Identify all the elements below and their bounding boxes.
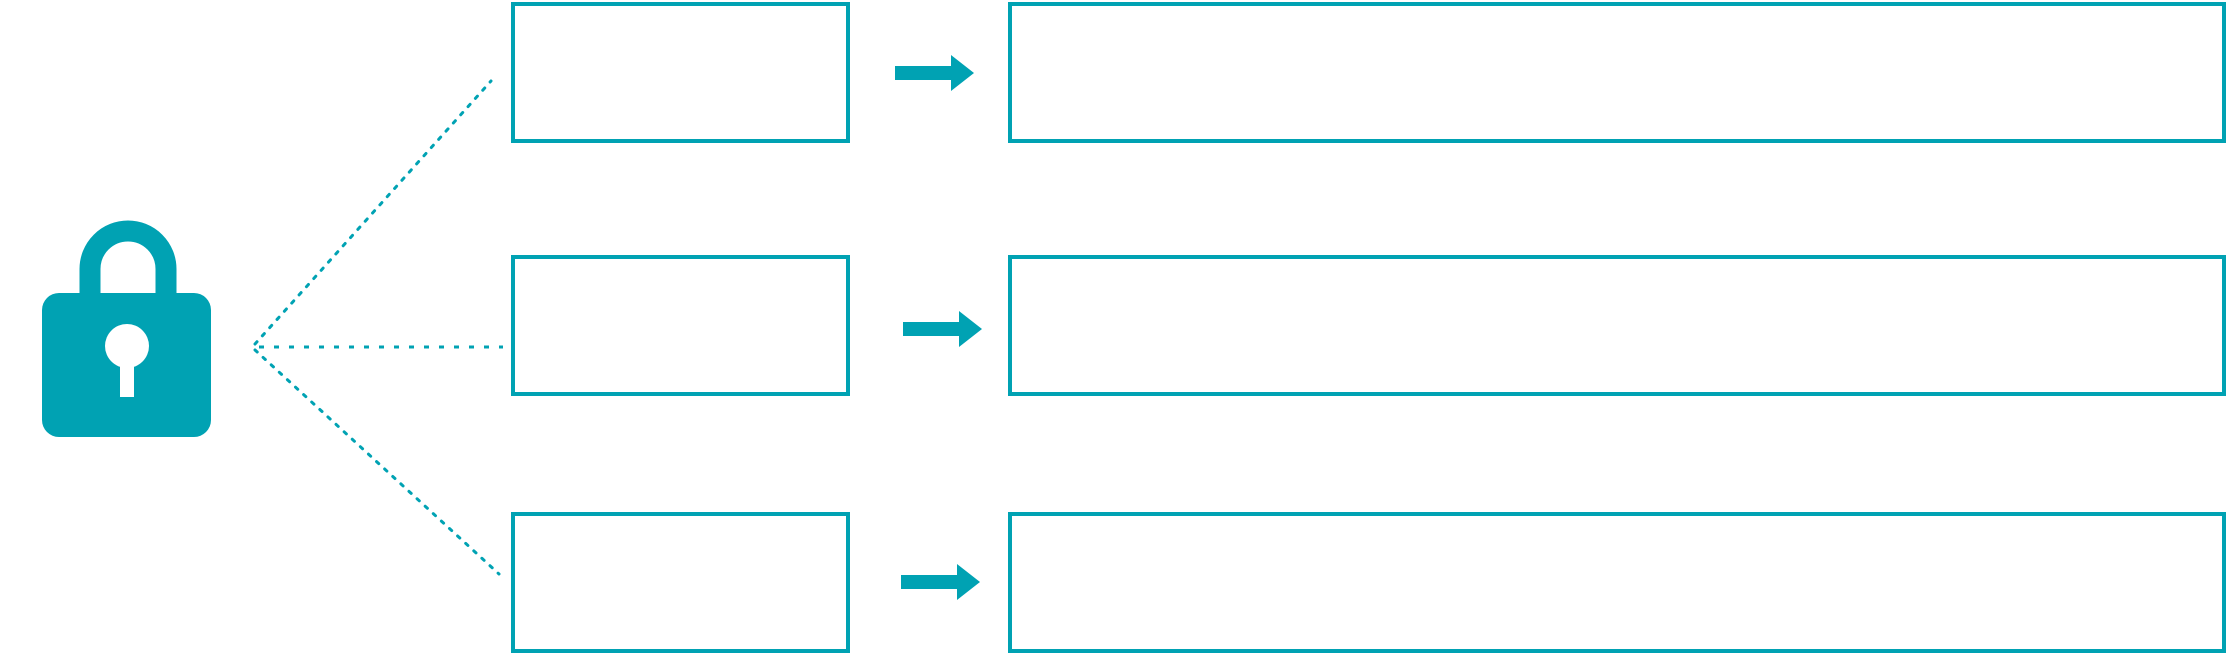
large-box [1008,2,2226,143]
lock-icon [42,220,211,437]
arrow-right-icon [903,311,982,347]
small-box [511,2,850,143]
small-box [511,512,850,653]
small-box [511,255,850,396]
lock-keyhole-stem [120,346,134,397]
dotted-connector-top [253,79,493,346]
arrow-right-shape [903,311,982,347]
arrow-right-icon [901,564,980,600]
arrow-right-shape [895,55,974,91]
arrow-right-shape [901,564,980,600]
arrow-right-icon [895,55,974,91]
large-box [1008,255,2226,396]
lock-shackle [79,220,177,311]
large-box [1008,512,2226,653]
dotted-connector-bottom [253,348,501,576]
